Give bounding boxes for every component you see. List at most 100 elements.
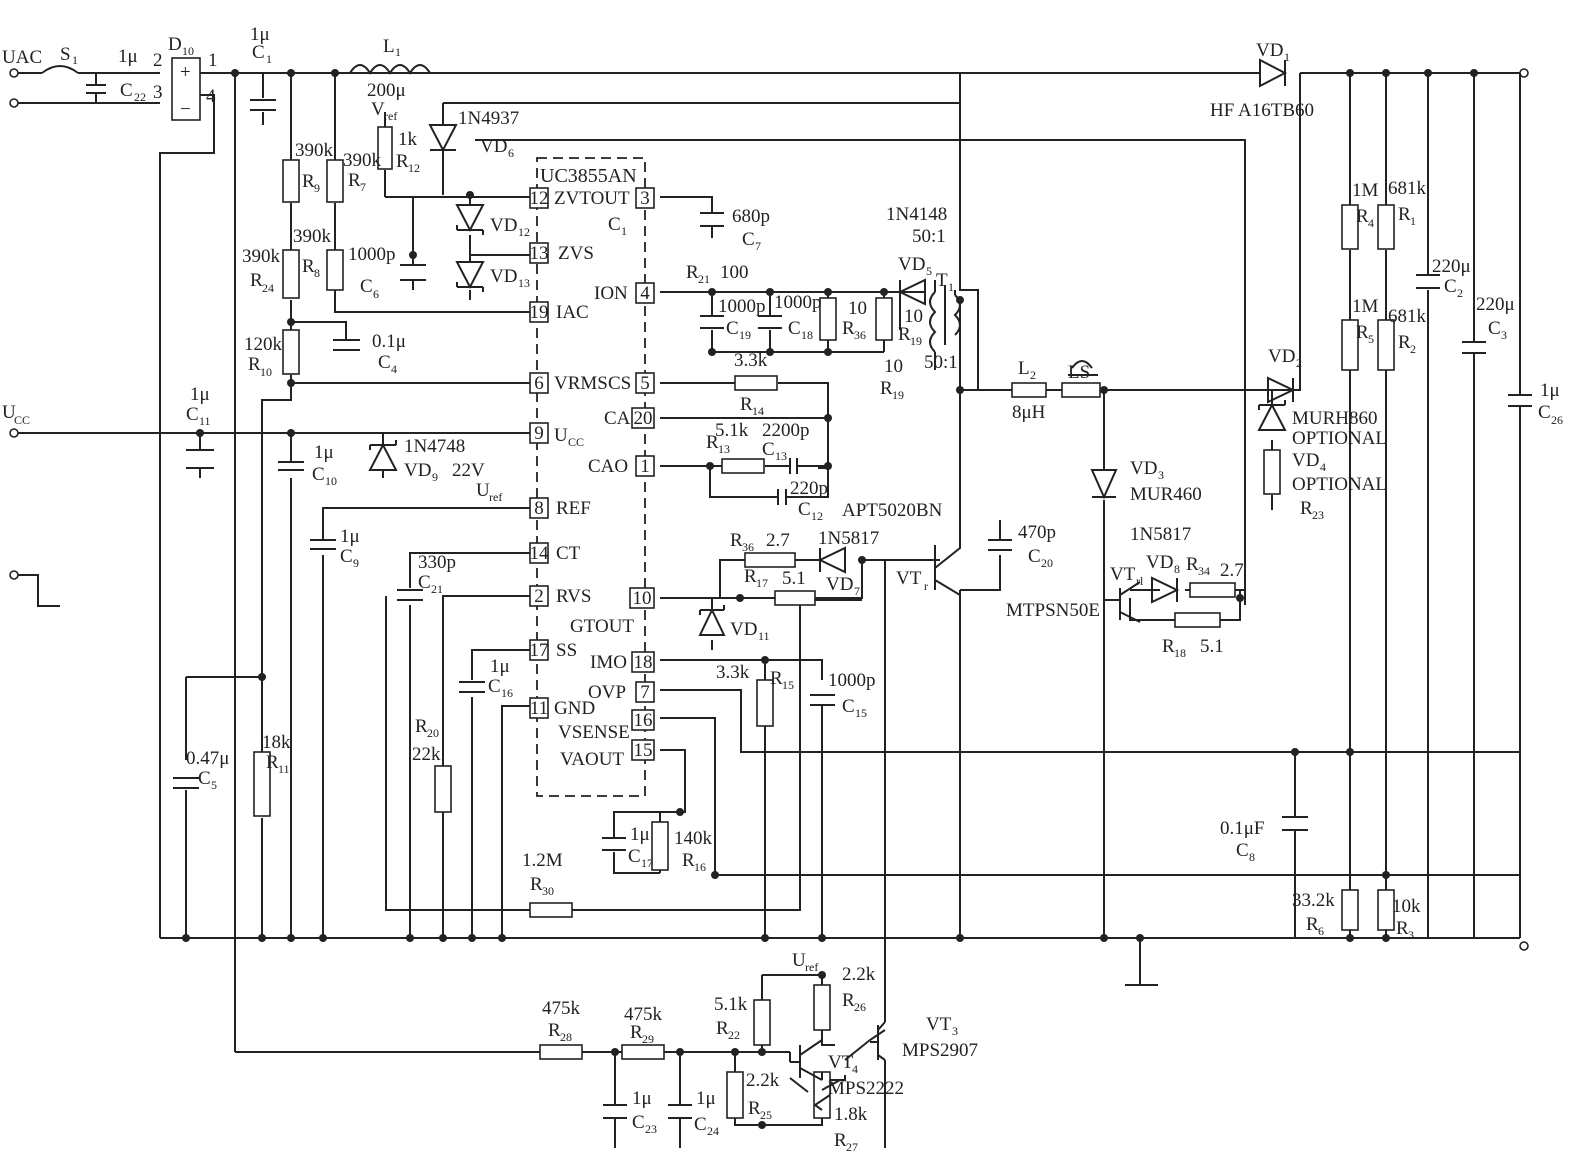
c12-value: 220p [790, 478, 828, 499]
c24-ref: C [694, 1114, 707, 1135]
r15-value: 3.3k [716, 662, 750, 683]
vd8-sub: 8 [1174, 562, 1180, 576]
diode-vd3 [1090, 469, 1118, 500]
bridge-minus: − [180, 99, 191, 120]
c15-ref: C [842, 696, 855, 717]
vd4-opt: OPTIONAL [1292, 474, 1387, 495]
pin-name: SS [556, 640, 577, 661]
capacitor-c21 [397, 589, 423, 601]
r2-sub: 2 [1410, 342, 1416, 356]
r13-value: 5.1k [715, 420, 749, 441]
pin-num: 4 [640, 283, 650, 304]
r19a-value: 10 [904, 306, 923, 327]
c1-value: 1μ [250, 24, 270, 45]
r8-sub: 8 [314, 266, 320, 280]
vd8-ref: VD [1146, 552, 1173, 573]
r25-value: 2.2k [746, 1070, 780, 1091]
r2-value: 681k [1388, 306, 1427, 327]
r30-sub: 30 [542, 884, 554, 898]
vd9-part: 1N4748 [404, 436, 465, 457]
r28-ref: R [548, 1020, 561, 1041]
c3-ref: C [1488, 318, 1501, 339]
resistor-r9 [282, 159, 300, 203]
r23-sub: 23 [1312, 508, 1324, 522]
r8-ref: R [302, 256, 315, 277]
zener-vd13 [455, 261, 485, 292]
resistor-r19 [875, 297, 893, 341]
vd8-part: 1N5817 [1130, 524, 1191, 545]
r20-ref: R [415, 716, 428, 737]
c4-value: 0.1μ [372, 331, 406, 352]
s1-sub: 1 [72, 53, 78, 67]
r4-ref: R [1356, 206, 1369, 227]
c4-ref: C [378, 352, 391, 373]
c1ic-ref: C [608, 214, 621, 235]
r13-ref: R [706, 432, 719, 453]
c2-value: 220μ [1432, 256, 1471, 277]
capacitor-c24 [668, 1104, 692, 1119]
vref-sub: ref [384, 109, 397, 123]
r19b-sub: 19 [892, 388, 904, 402]
r19a-sub: 19 [910, 334, 922, 348]
c17-value: 1μ [630, 824, 650, 845]
capacitor-c20 [988, 539, 1012, 551]
r17-value: 5.1 [782, 568, 806, 589]
bridge-plus: + [180, 62, 191, 83]
r18-ref: R [1162, 636, 1175, 657]
pin-name: ZVTOUT [554, 188, 630, 209]
r7-sub: 7 [360, 180, 366, 194]
r7-ref: R [348, 170, 361, 191]
r25-ref: R [748, 1098, 761, 1119]
c5-ref: C [198, 768, 211, 789]
c13-ref: C [762, 439, 775, 460]
r19b-ref: R [880, 378, 893, 399]
vd11-ref: VD [730, 619, 757, 640]
component-shapes [86, 57, 1532, 1119]
vd7-ref: VD [826, 574, 853, 595]
pin-name: VRMS [554, 373, 608, 394]
resistor-r11 [253, 751, 271, 817]
resistor-r15 [756, 679, 774, 727]
c4-sub: 4 [391, 362, 397, 376]
pin-num: 3 [640, 188, 650, 209]
pin-name: CT [556, 543, 581, 564]
s1-label: S [60, 44, 71, 65]
uref2-label: U [792, 950, 806, 971]
capacitor-c12 [777, 489, 787, 505]
r11-sub: 11 [278, 762, 290, 776]
pin-name: CA [604, 408, 631, 429]
r12-ref: R [396, 151, 409, 172]
r8-value: 390k [293, 226, 332, 247]
vd5-ratio: 50:1 [912, 226, 946, 247]
pin-name: OVP [588, 682, 626, 703]
pin-num: 1 [640, 456, 650, 477]
mosfet-vtr [934, 520, 961, 596]
c21-ref: C [418, 572, 431, 593]
pin-num: 15 [634, 740, 653, 761]
vt4-ref: VT [828, 1052, 854, 1073]
c10-ref: C [312, 464, 325, 485]
resistor-r16 [651, 821, 669, 871]
resistor-r1 [1377, 204, 1395, 250]
vd7-part: 1N5817 [818, 528, 879, 549]
capacitor-c1 [250, 99, 276, 111]
pin-num: 14 [530, 543, 550, 564]
pin-num: 2 [534, 586, 544, 607]
pin-num: 13 [530, 243, 549, 264]
r10-sub: 10 [260, 365, 272, 379]
capacitor-c3 [1462, 341, 1486, 354]
c6-value: 1000p [348, 244, 396, 265]
r13-sub: 13 [718, 442, 730, 456]
r19b-value: 10 [884, 356, 903, 377]
c5-value: 0.47μ [186, 748, 229, 769]
capacitor-c26 [1508, 394, 1532, 407]
terminals [9, 68, 1529, 951]
pin-num: 19 [530, 302, 549, 323]
r34-ref: R [1186, 554, 1199, 575]
capacitor-c17 [602, 837, 626, 851]
pin-name: IMO [590, 652, 627, 673]
vd2-part: MURH860 [1292, 408, 1378, 429]
pin-name: GTOUT [570, 616, 634, 637]
r15-sub: 15 [782, 678, 794, 692]
pin-name: VAOUT [560, 749, 624, 770]
